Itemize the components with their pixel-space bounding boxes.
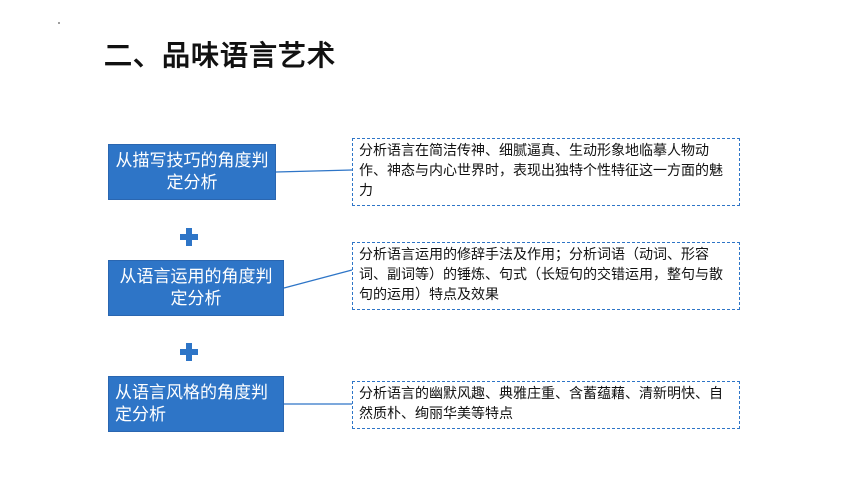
usage-description-box: 分析语言运用的修辞手法及作用；分析词语（动词、形容词、副词等）的锤炼、句式（长短… [352, 242, 740, 310]
plus-icon [180, 343, 198, 361]
decorative-dot [58, 22, 60, 24]
technique-label-box: 从描写技巧的角度判定分析 [108, 144, 276, 200]
plus-icon [180, 228, 198, 246]
technique-label: 从描写技巧的角度判定分析 [115, 151, 269, 193]
usage-label-box: 从语言运用的角度判定分析 [108, 260, 284, 316]
connector-line-1 [275, 169, 353, 173]
style-description-box: 分析语言的幽默风趣、典雅庄重、含蓄蕴藉、清新明快、自然质朴、绚丽华美等特点 [352, 381, 740, 429]
style-description: 分析语言的幽默风趣、典雅庄重、含蓄蕴藉、清新明快、自然质朴、绚丽华美等特点 [359, 386, 723, 422]
page-title: 二、品味语言艺术 [104, 39, 337, 72]
technique-description-box: 分析语言在简洁传神、细腻逼真、生动形象地临摹人物动作、神态与内心世界时，表现出独… [352, 138, 740, 206]
style-label-box: 从语言风格的角度判定分析 [108, 376, 284, 432]
usage-description: 分析语言运用的修辞手法及作用；分析词语（动词、形容词、副词等）的锤炼、句式（长短… [359, 247, 723, 303]
usage-label: 从语言运用的角度判定分析 [119, 267, 273, 309]
connector-line-2 [283, 269, 353, 289]
style-label: 从语言风格的角度判定分析 [115, 383, 268, 425]
technique-description: 分析语言在简洁传神、细腻逼真、生动形象地临摹人物动作、神态与内心世界时，表现出独… [359, 143, 723, 199]
